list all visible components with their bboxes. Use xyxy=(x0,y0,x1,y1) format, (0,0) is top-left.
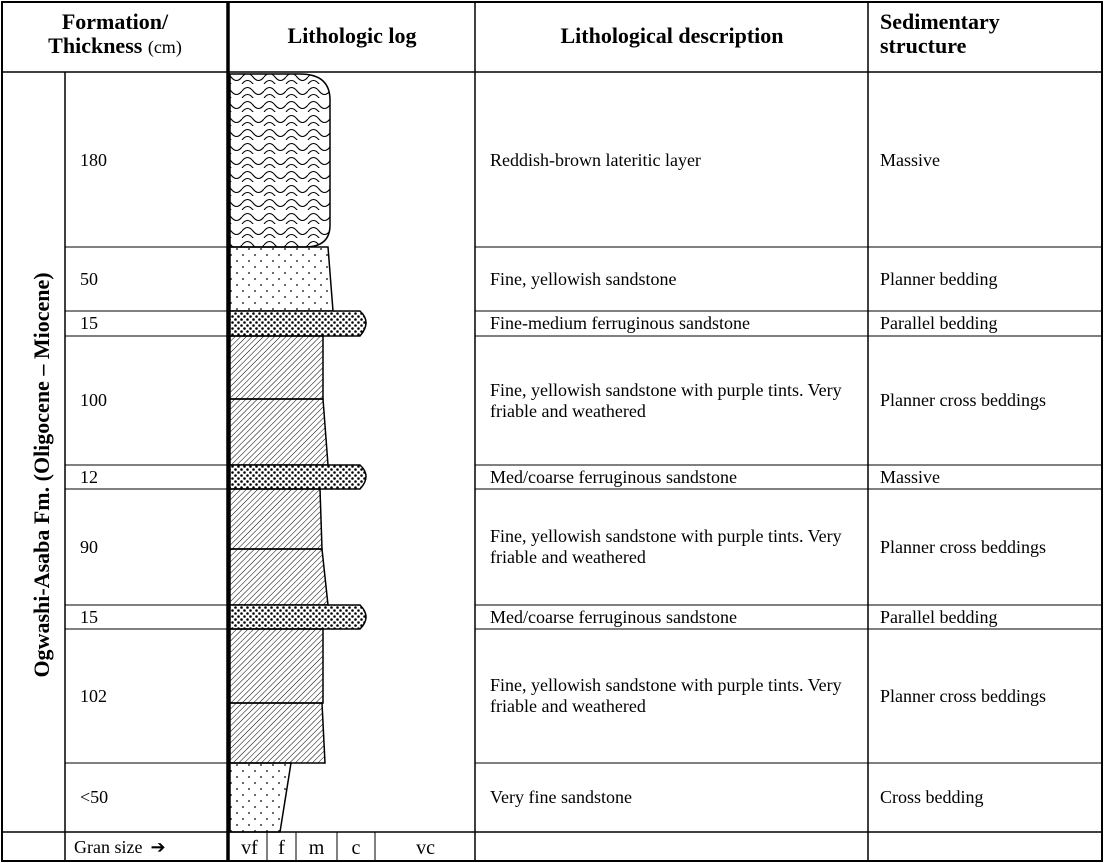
grain-size-label: Gran size ➔ xyxy=(74,834,226,860)
log-bed-very-fine-sand xyxy=(230,763,291,832)
header-formation: Formation/ Thickness (cm) xyxy=(10,10,220,59)
grain-size-text: Gran size xyxy=(74,837,142,858)
log-bed-cross-3 xyxy=(230,489,322,549)
thickness-7: 15 xyxy=(80,605,220,629)
structure-6: Planner cross beddings xyxy=(880,489,1090,605)
structure-3: Parallel bedding xyxy=(880,311,1090,336)
structure-9: Cross bedding xyxy=(880,763,1090,832)
grain-class-f: f xyxy=(267,835,296,861)
log-bed-fine-sand xyxy=(230,247,333,311)
thickness-4: 100 xyxy=(80,336,220,465)
structure-7: Parallel bedding xyxy=(880,605,1090,629)
description-6: Fine, yellowish sandstone with purple ti… xyxy=(490,489,860,605)
grain-class-vc: vc xyxy=(375,835,475,861)
description-2: Fine, yellowish sandstone xyxy=(490,247,860,311)
header-structure-line1: Sedimentary xyxy=(880,10,1100,34)
grain-class-c: c xyxy=(337,835,375,861)
formation-name: Ogwashi-Asaba Fm. (Oligocene – Miocene) xyxy=(29,272,55,677)
log-bed-cross-2 xyxy=(230,399,328,465)
header-lithological-description: Lithological description xyxy=(478,24,866,48)
structure-8: Planner cross beddings xyxy=(880,629,1090,763)
header-sedimentary-structure: Sedimentary structure xyxy=(880,10,1100,58)
structure-1: Massive xyxy=(880,74,1090,247)
thickness-1: 180 xyxy=(80,74,220,247)
header-unit: (cm) xyxy=(148,37,182,57)
log-bed-laterite xyxy=(230,74,330,247)
log-bed-ferruginous-1 xyxy=(230,311,366,336)
thickness-8: 102 xyxy=(80,629,220,763)
description-9: Very fine sandstone xyxy=(490,763,860,832)
grain-class-vf: vf xyxy=(232,835,267,861)
description-4: Fine, yellowish sandstone with purple ti… xyxy=(490,336,860,465)
thickness-2: 50 xyxy=(80,247,220,311)
thickness-5: 12 xyxy=(80,465,220,489)
thickness-9: <50 xyxy=(80,763,220,832)
description-1: Reddish-brown lateritic layer xyxy=(490,74,860,247)
description-8: Fine, yellowish sandstone with purple ti… xyxy=(490,629,860,763)
thickness-6: 90 xyxy=(80,489,220,605)
description-3: Fine-medium ferruginous sandstone xyxy=(490,311,860,336)
description-7: Med/coarse ferruginous sandstone xyxy=(490,605,860,629)
structure-5: Massive xyxy=(880,465,1090,489)
structure-4: Planner cross beddings xyxy=(880,336,1090,465)
arrow-right-icon: ➔ xyxy=(150,837,165,858)
header-formation-line1: Formation/ xyxy=(10,10,220,34)
header-structure-line2: structure xyxy=(880,34,1100,58)
structure-2: Planner bedding xyxy=(880,247,1090,311)
log-bed-cross-5 xyxy=(230,629,323,703)
log-bed-ferruginous-2 xyxy=(230,465,366,489)
log-bed-ferruginous-3 xyxy=(230,605,366,629)
thickness-3: 15 xyxy=(80,311,220,336)
header-thickness: Thickness xyxy=(48,33,142,58)
description-5: Med/coarse ferruginous sandstone xyxy=(490,465,860,489)
log-bed-cross-6 xyxy=(230,703,325,763)
log-bed-cross-1 xyxy=(230,336,323,399)
grain-class-m: m xyxy=(296,835,337,861)
log-bed-cross-4 xyxy=(230,549,328,605)
header-lithologic-log: Lithologic log xyxy=(232,24,472,48)
